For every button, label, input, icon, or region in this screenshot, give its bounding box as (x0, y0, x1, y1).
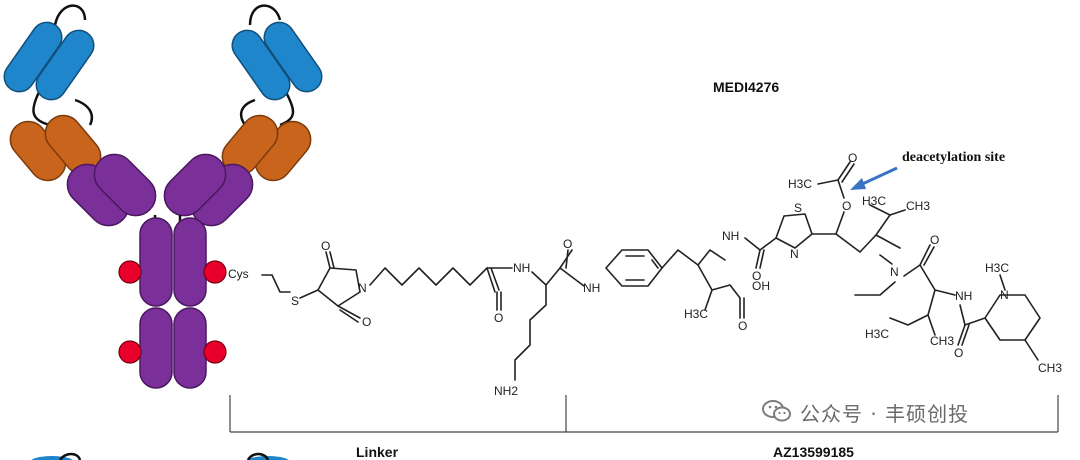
antibody-illustration (3, 4, 323, 460)
oxygen-label: O (362, 315, 371, 329)
vl-domain-right (231, 29, 291, 101)
nh-label: NH (955, 289, 972, 303)
nitrogen-label: N (1000, 288, 1009, 302)
payload-dot (118, 340, 142, 364)
section-brackets (229, 395, 1059, 433)
fc-upper-left (139, 217, 173, 307)
oxygen-label: O (494, 311, 503, 325)
oxygen-label: O (954, 346, 963, 360)
oh-label: OH (752, 279, 770, 293)
h3c-label: H3C (684, 307, 708, 321)
nitrogen-label: N (358, 281, 367, 295)
watermark-text: 公众号 · 丰硕创投 (800, 402, 970, 426)
h3c-label: H3C (788, 177, 812, 191)
payload-dot (203, 340, 227, 364)
oxygen-label: O (321, 239, 330, 253)
payload-dot (203, 260, 227, 284)
h3c-label: H3C (865, 327, 889, 341)
sulfur-label: S (291, 294, 299, 308)
oxygen-label: O (930, 233, 939, 247)
vl-domain-left (35, 29, 95, 101)
ch3-label: CH3 (906, 199, 930, 213)
fc-lower-right (173, 307, 207, 389)
deacetylation-arrow (850, 166, 898, 190)
nh-label: NH (513, 261, 530, 275)
payload-dot (118, 260, 142, 284)
oxygen-label: O (848, 151, 857, 165)
h3c-label: H3C (862, 194, 886, 208)
wechat-icon (762, 400, 791, 422)
ch3-label: CH3 (930, 334, 954, 348)
ch2-arm-right-b (163, 153, 227, 217)
nitrogen-label: N (790, 247, 799, 261)
nitrogen-label: N (890, 265, 899, 279)
ch3-label: CH3 (1038, 361, 1062, 375)
fc-upper-right (173, 217, 207, 307)
sulfur-label: S (794, 201, 802, 215)
nh-label: NH (583, 281, 600, 295)
chemical-structure: Cys S O N O O NH O NH NH2 (228, 151, 1062, 398)
oxygen-label: O (752, 269, 761, 283)
cys-label: Cys (228, 267, 249, 281)
linker-label: Linker (356, 444, 399, 460)
nh2-label: NH2 (494, 384, 518, 398)
oxygen-label: O (738, 319, 747, 333)
partial-domain (31, 456, 73, 460)
deacetylation-label: deacetylation site (902, 150, 1005, 165)
h3c-label: H3C (985, 261, 1009, 275)
payload-label: AZ13599185 (773, 444, 854, 460)
oxygen-label: O (842, 199, 851, 213)
fc-lower-left (139, 307, 173, 389)
vh-domain-left (3, 21, 63, 93)
nh-label: NH (722, 229, 739, 243)
ch2-arm-left-b (93, 153, 157, 217)
diagram-title: MEDI4276 (713, 79, 779, 95)
vh-domain-right (263, 21, 323, 93)
oxygen-label: O (563, 237, 572, 251)
